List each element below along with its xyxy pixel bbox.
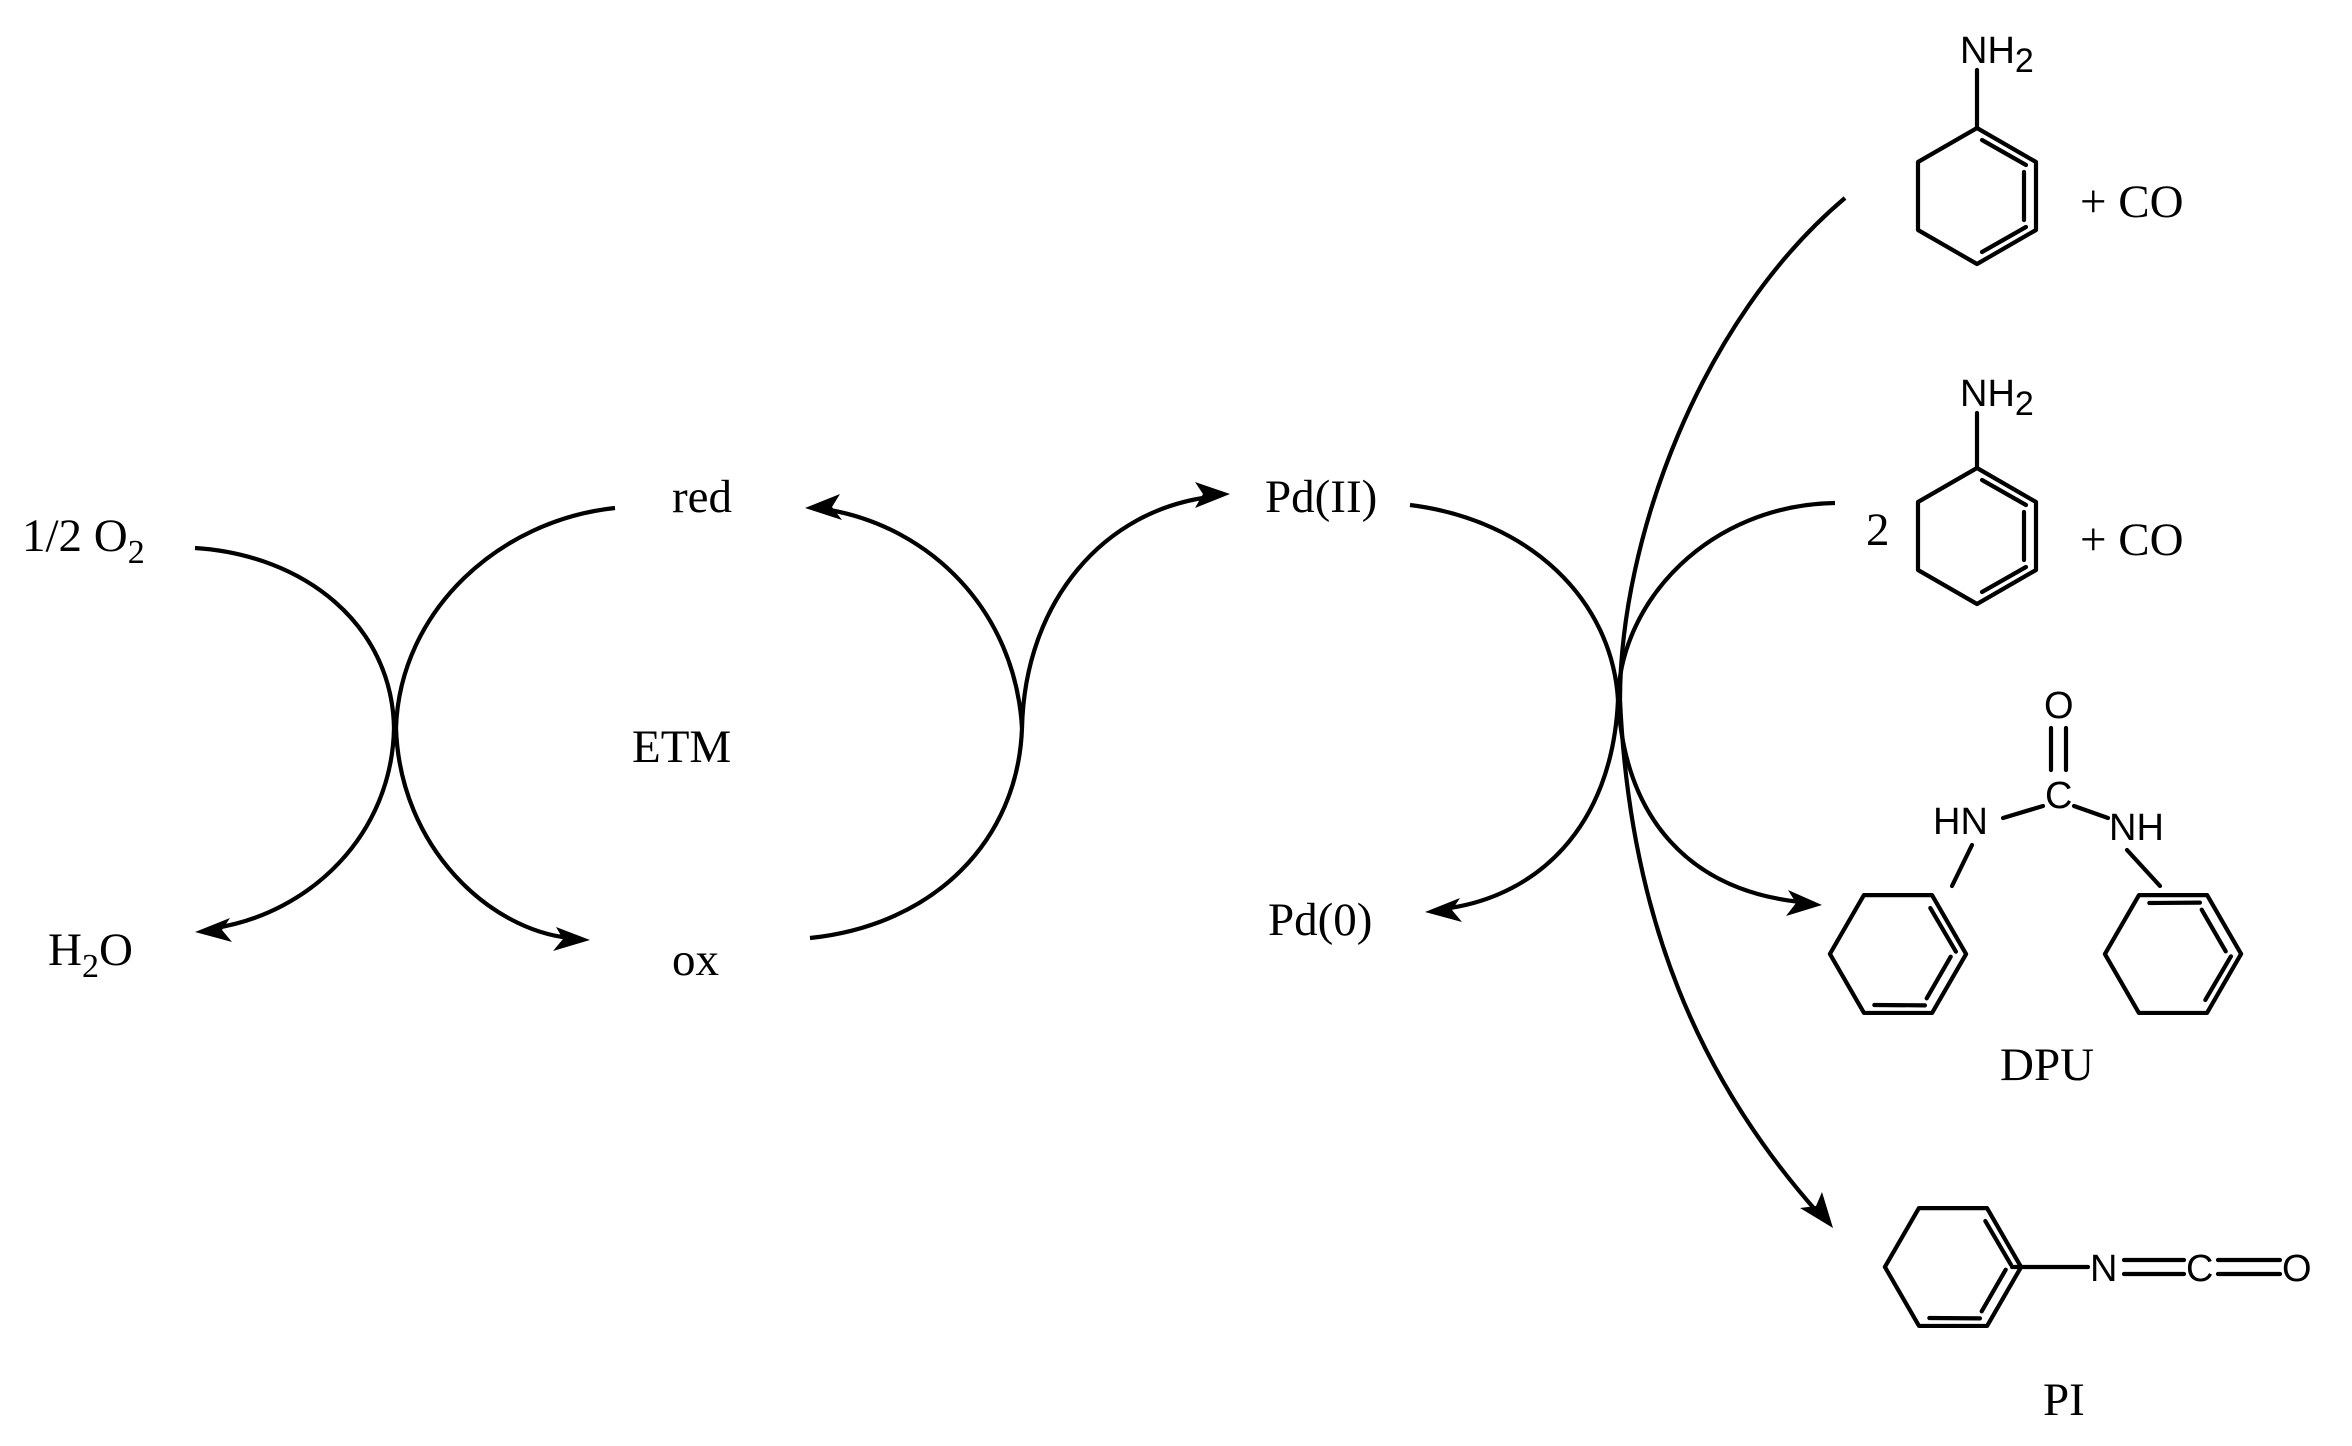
pd-reduction-arc xyxy=(1409,502,1621,922)
oxygen-label: 1/2 O2 xyxy=(22,510,145,571)
stoichiometric-coefficient: 2 xyxy=(1866,504,1890,556)
pi-label: PI xyxy=(2043,1374,2085,1426)
oxygen-reduction-arc xyxy=(194,545,397,942)
isocyanate-nitrogen-label: N xyxy=(2090,1248,2117,1290)
isocyanate-oxygen-label: O xyxy=(2282,1248,2312,1290)
dpu-product-arc xyxy=(1615,699,1822,916)
arrowhead-to-pd2 xyxy=(1195,482,1230,508)
arrowhead-to-pi xyxy=(1800,1192,1833,1228)
pd0-label: Pd(0) xyxy=(1268,894,1372,946)
etm-reduction-arc xyxy=(805,494,1025,729)
etm-label: ETM xyxy=(632,721,731,773)
aniline-structure-2: NH2 xyxy=(1918,373,2036,604)
carbonyl-carbon-label: C xyxy=(2045,775,2072,817)
dpu-label: DPU xyxy=(2000,1039,2094,1091)
etm-cycle-left-arc xyxy=(393,505,616,951)
arrowhead-to-water xyxy=(195,918,232,942)
amide-nh-right-label: NH xyxy=(2109,807,2164,849)
substrate-input-arc-1 xyxy=(1617,196,1847,701)
dpu-structure: O C HN NH xyxy=(1813,685,2258,1042)
amine-nitrogen-label: NH2 xyxy=(1960,30,2034,80)
plus-co-label-2: + CO xyxy=(2080,514,2184,566)
amine-nitrogen-label: NH2 xyxy=(1960,373,2034,423)
plus-co-label-1: + CO xyxy=(2080,176,2184,228)
substrate-input-arc-2 xyxy=(1615,500,1836,701)
amide-nh-left-label: HN xyxy=(1933,801,1988,843)
carbonyl-oxygen-label: O xyxy=(2044,685,2074,727)
pd2-label: Pd(II) xyxy=(1265,471,1377,523)
arrowhead-to-ox xyxy=(553,927,590,951)
pi-structure: N C O xyxy=(1868,1179,2312,1356)
etm-reduced-label: red xyxy=(672,471,732,523)
water-label: H2O xyxy=(48,924,133,985)
arrowhead-to-red xyxy=(805,494,842,520)
etm-oxidized-label: ox xyxy=(672,934,719,986)
pi-product-arc xyxy=(1617,699,1833,1228)
isocyanate-carbon-label: C xyxy=(2186,1248,2213,1290)
aniline-structure-1: NH2 xyxy=(1918,30,2036,264)
arrowhead-to-pd0 xyxy=(1425,898,1462,922)
arrowhead-to-dpu xyxy=(1786,890,1822,916)
